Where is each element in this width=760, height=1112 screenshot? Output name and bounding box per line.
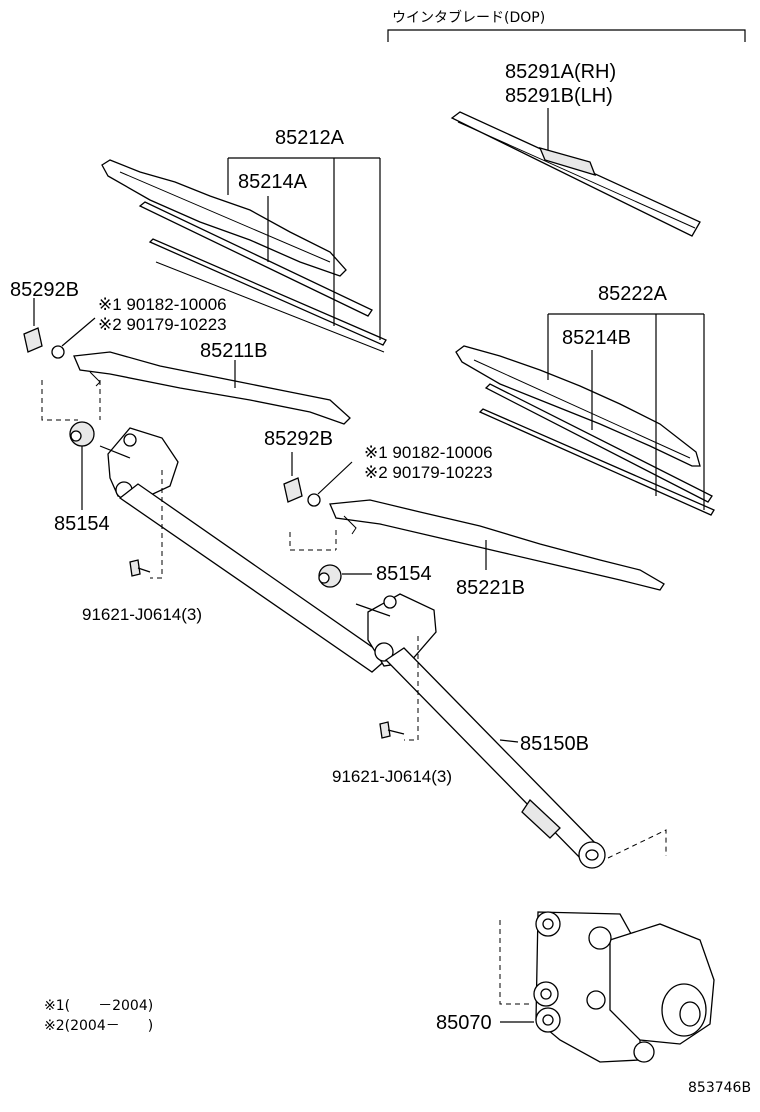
label-arm-left: 85211B <box>200 340 267 362</box>
right-blade-assembly: 85222A 85214B <box>455 283 715 516</box>
label-cap-right: 85292B <box>264 428 333 450</box>
right-bolt: 91621-J0614(3) <box>332 721 452 786</box>
right-pivot: 85154 <box>318 563 432 588</box>
wiper-motor: 85070 <box>436 911 715 1063</box>
label-nut-right-1: ※1 90182-10006 <box>364 443 493 462</box>
left-wiper-arm: 85211B <box>41 340 351 425</box>
right-cap-nut: 85292B ※1 90182-10006 ※2 90179-10223 <box>264 428 493 507</box>
label-blade-opt-rh: 85291A(RH) <box>505 61 616 83</box>
footnote-2: ※2(2004－ ) <box>44 1018 153 1034</box>
label-cap-left: 85292B <box>10 279 79 301</box>
option-blade-bracket: ウインタブレード(DOP) <box>387 9 746 42</box>
label-nut-right-2: ※2 90179-10223 <box>364 463 493 482</box>
label-pivot-left: 85154 <box>54 513 110 535</box>
label-nut-left-2: ※2 90179-10223 <box>98 315 227 334</box>
wiper-linkage: 85150B <box>99 427 667 1005</box>
left-cap-nut: 85292B ※1 90182-10006 ※2 90179-10223 <box>10 279 227 359</box>
label-bolt-left: 91621-J0614(3) <box>82 605 202 624</box>
left-blade-assembly: 85212A 85214A <box>101 127 387 353</box>
label-pivot-right: 85154 <box>376 563 432 585</box>
label-rubber-left: 85214A <box>238 171 308 193</box>
left-bolt: 91621-J0614(3) <box>82 559 202 624</box>
option-blade-label: ウインタブレード(DOP) <box>392 9 545 26</box>
label-arm-right: 85221B <box>456 577 525 599</box>
label-motor: 85070 <box>436 1012 492 1034</box>
winter-blade-option: 85291A(RH) 85291B(LH) <box>450 61 701 237</box>
label-blade-right: 85222A <box>598 283 668 305</box>
footnotes: ※1( －2004) ※2(2004－ ) <box>44 998 153 1034</box>
label-link: 85150B <box>520 733 589 755</box>
footnote-1: ※1( －2004) <box>44 998 153 1014</box>
diagram-id: 853746B <box>688 1080 751 1096</box>
label-rubber-right: 85214B <box>562 327 631 349</box>
label-bolt-right: 91621-J0614(3) <box>332 767 452 786</box>
label-blade-opt-lh: 85291B(LH) <box>505 85 613 107</box>
label-blade-left: 85212A <box>275 127 345 149</box>
label-nut-left-1: ※1 90182-10006 <box>98 295 227 314</box>
right-wiper-arm: 85221B <box>289 499 665 599</box>
left-pivot: 85154 <box>54 421 110 535</box>
